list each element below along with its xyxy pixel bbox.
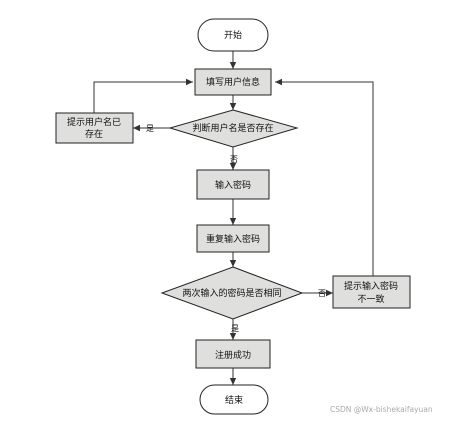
username-exists-box: 提示用户名已 存在 xyxy=(55,112,134,144)
no-label-same: 否 xyxy=(318,289,326,298)
start-terminal: 开始 xyxy=(197,18,269,52)
yes-label-same: 是 xyxy=(231,324,239,333)
register-success-box: 注册成功 xyxy=(195,339,271,369)
fill-info-label: 填写用户信息 xyxy=(206,76,260,88)
check-same-decision: 两次输入的密码是否相同 xyxy=(160,266,304,320)
fill-info-box: 填写用户信息 xyxy=(194,68,272,96)
check-username-decision: 判断用户名是否存在 xyxy=(168,109,299,148)
password-mismatch-label-line2: 不一致 xyxy=(357,293,384,305)
check-same-label: 两次输入的密码是否相同 xyxy=(182,287,281,299)
password-mismatch-label-line1: 提示输入密码 xyxy=(344,280,398,292)
edge-mismatch-back-to-fill xyxy=(275,78,374,276)
yes-label-username: 是 xyxy=(146,124,154,133)
edge-exists-back-to-fill xyxy=(93,78,193,113)
enter-password-box: 输入密码 xyxy=(196,169,270,200)
repeat-password-label: 重复输入密码 xyxy=(206,233,260,245)
username-exists-label-line2: 存在 xyxy=(85,128,103,140)
no-label-username: 否 xyxy=(230,155,238,164)
enter-password-label: 输入密码 xyxy=(215,179,251,191)
username-exists-label-line1: 提示用户名已 xyxy=(67,116,121,128)
start-label: 开始 xyxy=(224,29,242,41)
password-mismatch-box: 提示输入密码 不一致 xyxy=(332,275,411,309)
watermark-text: CSDN @Wx-bishekaifayuan xyxy=(330,405,433,414)
end-label: 结束 xyxy=(225,394,243,406)
check-username-label: 判断用户名是否存在 xyxy=(192,122,273,134)
connectors xyxy=(93,51,374,385)
register-success-label: 注册成功 xyxy=(215,349,251,361)
repeat-password-box: 重复输入密码 xyxy=(196,224,270,253)
end-terminal: 结束 xyxy=(199,384,269,415)
